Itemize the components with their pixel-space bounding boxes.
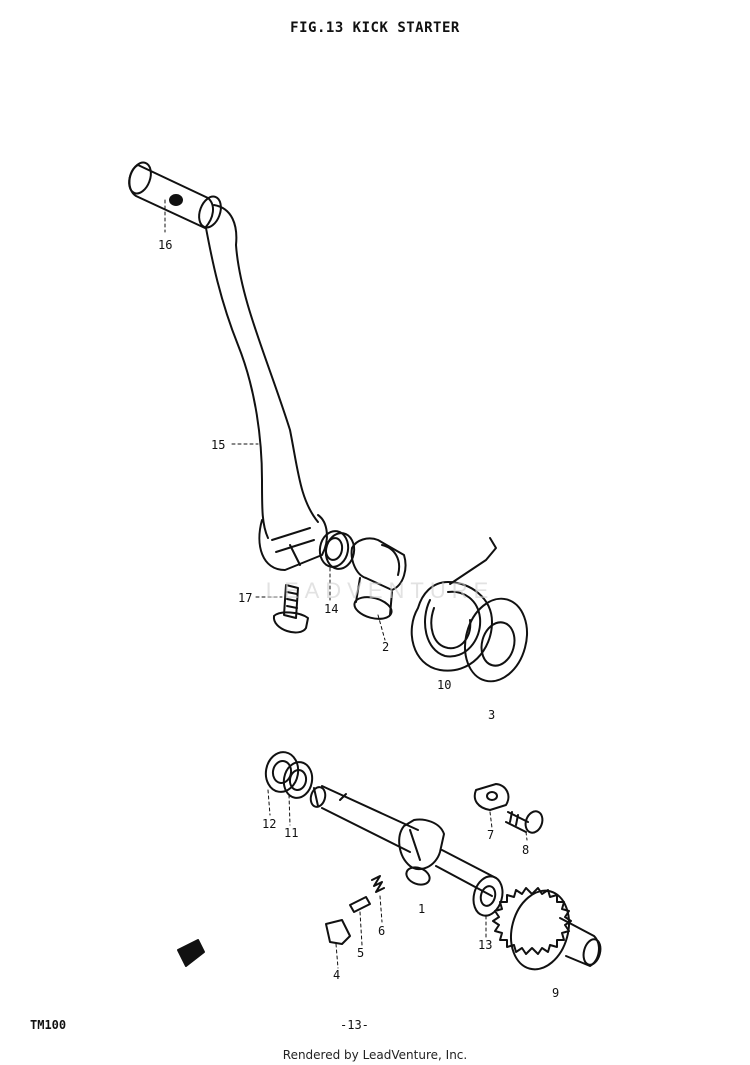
callout-12: 12 xyxy=(262,817,277,831)
callout-15: 15 xyxy=(211,438,226,452)
direction-arrow-icon xyxy=(177,939,205,967)
callout-5: 5 xyxy=(357,946,365,960)
callout-10: 10 xyxy=(437,678,452,692)
figure-title: FIG.13 KICK STARTER xyxy=(290,20,460,36)
washer-part-13 xyxy=(472,875,504,917)
callout-8: 8 xyxy=(522,843,530,857)
spring-guide-part xyxy=(350,537,407,620)
callout-2: 2 xyxy=(382,640,390,654)
return-spring-part xyxy=(410,537,497,672)
callout-17: 17 xyxy=(238,591,253,605)
kick-lever-part xyxy=(128,161,328,571)
callout-4: 4 xyxy=(333,968,341,982)
callout-6: 6 xyxy=(378,924,386,938)
callout-16: 16 xyxy=(158,238,173,252)
page-number: -13- xyxy=(340,1018,369,1032)
callout-7: 7 xyxy=(487,828,495,842)
model-code: TM100 xyxy=(30,1018,67,1032)
callout-14: 14 xyxy=(324,602,339,616)
callout-1: 1 xyxy=(418,902,426,916)
spring-cover-part xyxy=(464,597,528,683)
callout-11: 11 xyxy=(284,826,299,840)
spring-part-6 xyxy=(371,875,385,893)
callout-9: 9 xyxy=(552,986,560,1000)
footer-credit: Rendered by LeadVenture, Inc. xyxy=(282,1048,468,1062)
pinch-bolt-part xyxy=(273,584,309,634)
seal-part-14 xyxy=(318,530,356,570)
washers-12-11 xyxy=(264,751,314,799)
kick-gear-part xyxy=(492,887,602,971)
callout-3: 3 xyxy=(488,708,496,722)
guide-and-screw-part xyxy=(473,783,544,834)
callout-13: 13 xyxy=(478,938,493,952)
pin-part-5 xyxy=(349,896,371,913)
stopper-part-4 xyxy=(325,919,351,945)
watermark: LEADVENTURE xyxy=(265,578,495,603)
kick-starter-shaft xyxy=(309,785,497,897)
